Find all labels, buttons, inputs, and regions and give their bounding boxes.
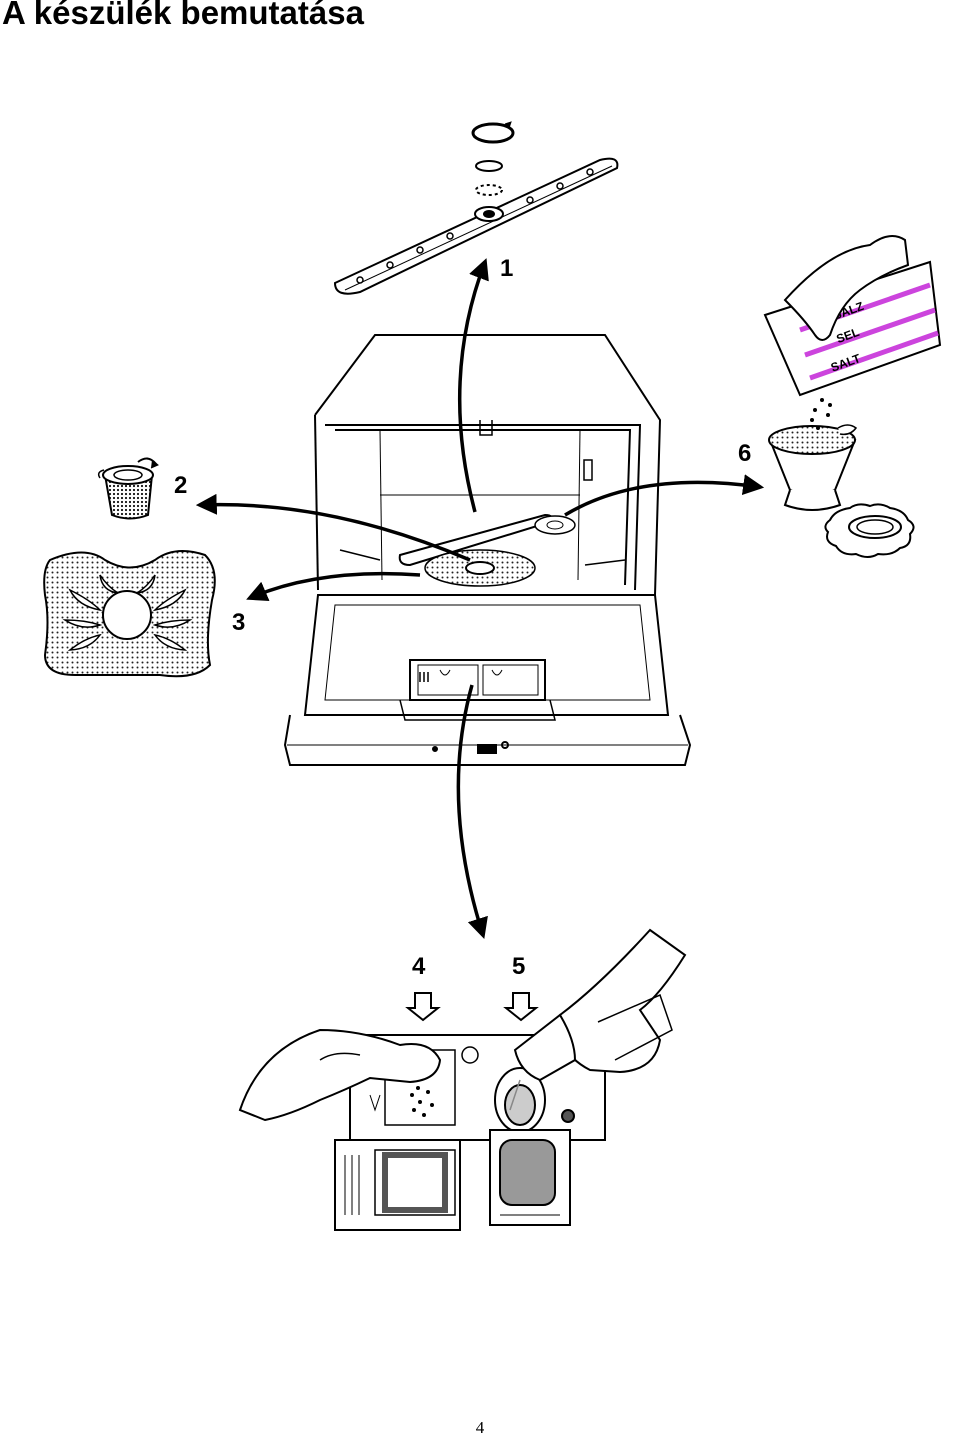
hand-detergent-icon <box>238 1028 442 1122</box>
callout-2: 2 <box>174 472 187 499</box>
salt-funnel-icon <box>768 398 915 558</box>
page-number: 4 <box>475 1418 485 1437</box>
filter-cup-icon <box>97 457 159 520</box>
spray-arm-icon <box>333 121 619 295</box>
page-title: A készülék bemutatása <box>2 0 364 31</box>
callout-5: 5 <box>512 953 525 980</box>
callout-3: 3 <box>232 609 245 636</box>
callout-1: 1 <box>500 255 513 282</box>
down-arrow-icon <box>405 992 539 1022</box>
hand-rinse-aid-icon <box>509 928 687 1111</box>
callout-4: 4 <box>412 953 426 980</box>
callout-arrows <box>195 258 765 940</box>
callout-6: 6 <box>738 440 751 467</box>
filter-plate-icon <box>43 550 216 678</box>
dishwasher-body <box>283 334 692 766</box>
salt-bag-icon: SALZ SEL SALT <box>763 235 942 397</box>
